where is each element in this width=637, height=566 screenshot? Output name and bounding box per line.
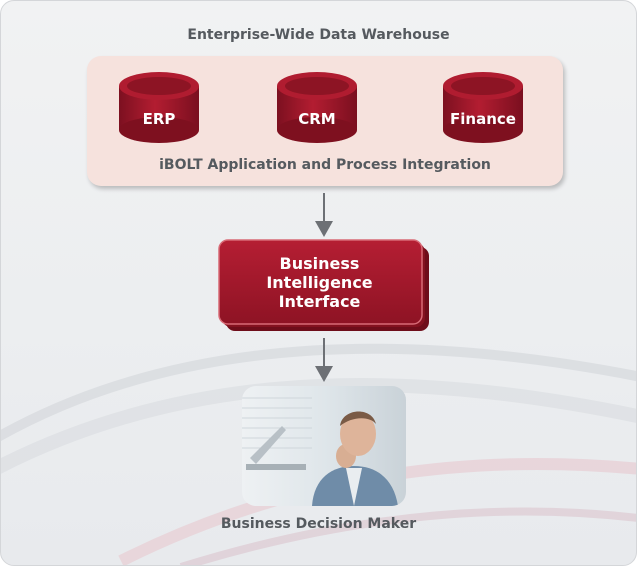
bi-interface-box: Business Intelligence Interface: [218, 239, 431, 334]
erp-label: ERP: [142, 110, 176, 128]
integration-label: iBOLT Application and Process Integratio…: [159, 157, 491, 173]
arrow-down-icon: [315, 338, 333, 382]
photo-illustration: [242, 386, 406, 506]
database-cylinder-icon: [119, 72, 199, 143]
database-cylinder-icon: [443, 72, 523, 143]
finance-label: Finance: [450, 110, 516, 128]
bi-line-2: Intelligence: [266, 273, 373, 292]
database-cylinder-icon: [277, 72, 357, 143]
crm-database: CRM: [276, 70, 358, 146]
erp-database: ERP: [118, 70, 200, 146]
bi-line-3: Interface: [278, 292, 361, 311]
bi-line-1: Business: [279, 254, 360, 273]
arrow-down-icon: [315, 193, 333, 237]
crm-label: CRM: [298, 110, 336, 128]
finance-database: Finance: [442, 70, 524, 146]
bi-interface-text: Business Intelligence Interface: [218, 254, 421, 311]
bi-box-shape: [218, 239, 429, 331]
warehouse-title: Enterprise-Wide Data Warehouse: [187, 27, 450, 43]
business-person-photo: [242, 386, 406, 506]
decision-maker-label: Business Decision Maker: [220, 516, 417, 532]
